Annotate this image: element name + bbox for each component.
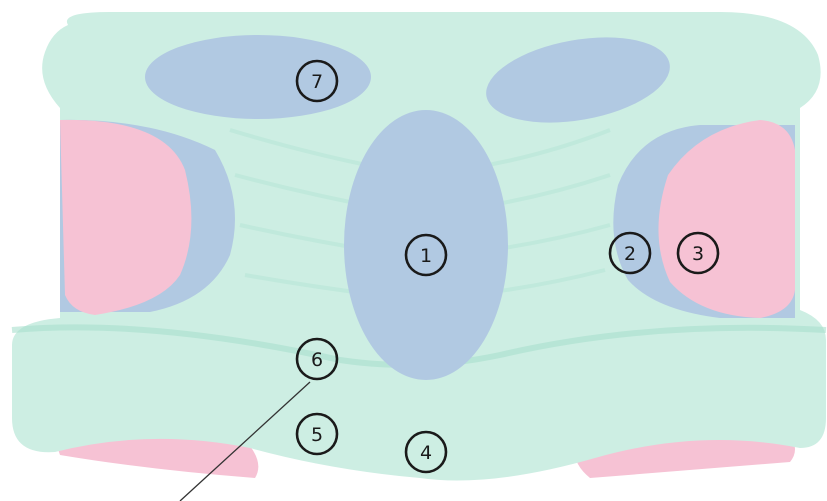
zone-marker-label: 6 (311, 349, 323, 371)
zone-marker-label: 2 (624, 243, 636, 265)
zone-marker-label: 4 (420, 442, 432, 464)
zone-marker-label: 1 (420, 245, 432, 267)
zone-marker-label: 3 (692, 243, 704, 265)
zone-marker-label: 5 (311, 424, 323, 446)
zone-marker-label: 7 (311, 71, 323, 93)
